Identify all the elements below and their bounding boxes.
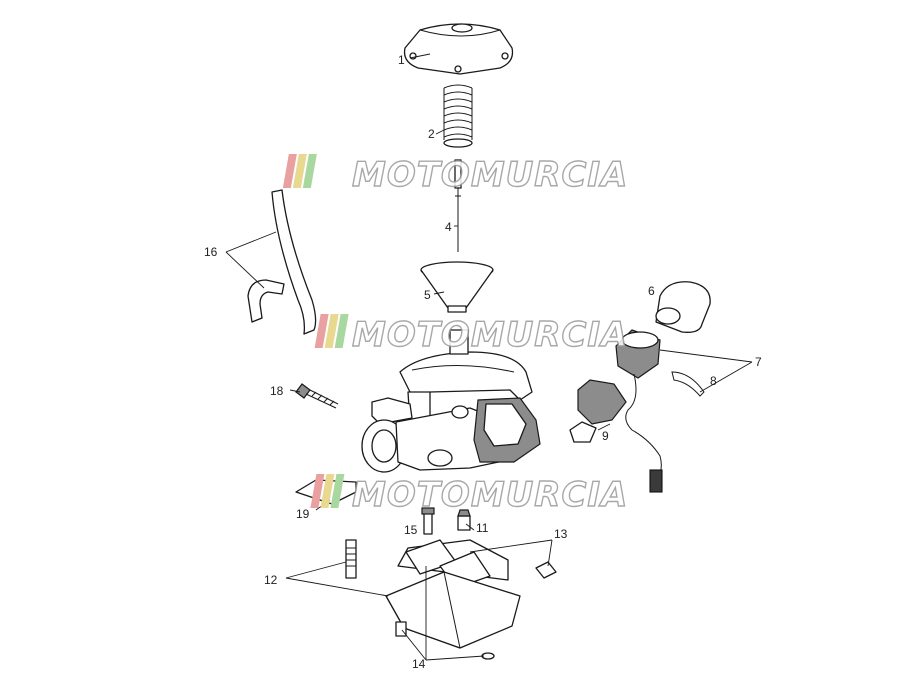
watermark-text: MOTOMURCIA [352,315,628,355]
callout-2: 2 [428,127,435,141]
part-6-cap [655,281,711,333]
part-13-pin [535,561,557,579]
leader-lines [225,53,753,661]
part-2-spring [443,84,473,148]
watermark-text: MOTOMURCIA [352,475,628,515]
callout-7: 7 [755,355,762,369]
watermark-bottom: MOTOMURCIA [310,474,628,516]
callout-labels: 1 2 4 5 6 7 8 9 11 12 13 14 15 16 18 19 [204,53,762,671]
part-1-top-cover [403,23,514,75]
part-18-screw [295,383,339,409]
callout-14: 14 [412,657,426,671]
float-bowl [385,539,521,660]
callout-9: 9 [602,429,609,443]
part-8-clip [671,371,705,397]
callout-6: 6 [648,284,655,298]
watermark-middle: MOTOMURCIA [314,314,628,356]
callout-11: 11 [476,521,489,535]
part-15-jet [421,507,435,535]
watermark-top: MOTOMURCIA [282,154,628,196]
callout-19: 19 [296,507,310,521]
callout-15: 15 [404,523,418,537]
callout-18: 18 [270,384,284,398]
callout-12: 12 [264,573,278,587]
callout-1: 1 [398,53,405,67]
part-7-starter [615,329,663,493]
callout-4: 4 [445,220,452,234]
part-12-screw [345,539,357,579]
part-9-valve [569,379,627,443]
part-16-hose [247,189,317,335]
carburetor-body [361,329,541,473]
callout-5: 5 [424,288,431,302]
callout-8: 8 [710,374,717,388]
part-4-needle [454,159,462,252]
callout-16: 16 [204,245,218,259]
watermark-text: MOTOMURCIA [352,155,628,195]
part-5-funnel [420,261,494,313]
part-11-jet [457,509,471,531]
callout-13: 13 [554,527,568,541]
